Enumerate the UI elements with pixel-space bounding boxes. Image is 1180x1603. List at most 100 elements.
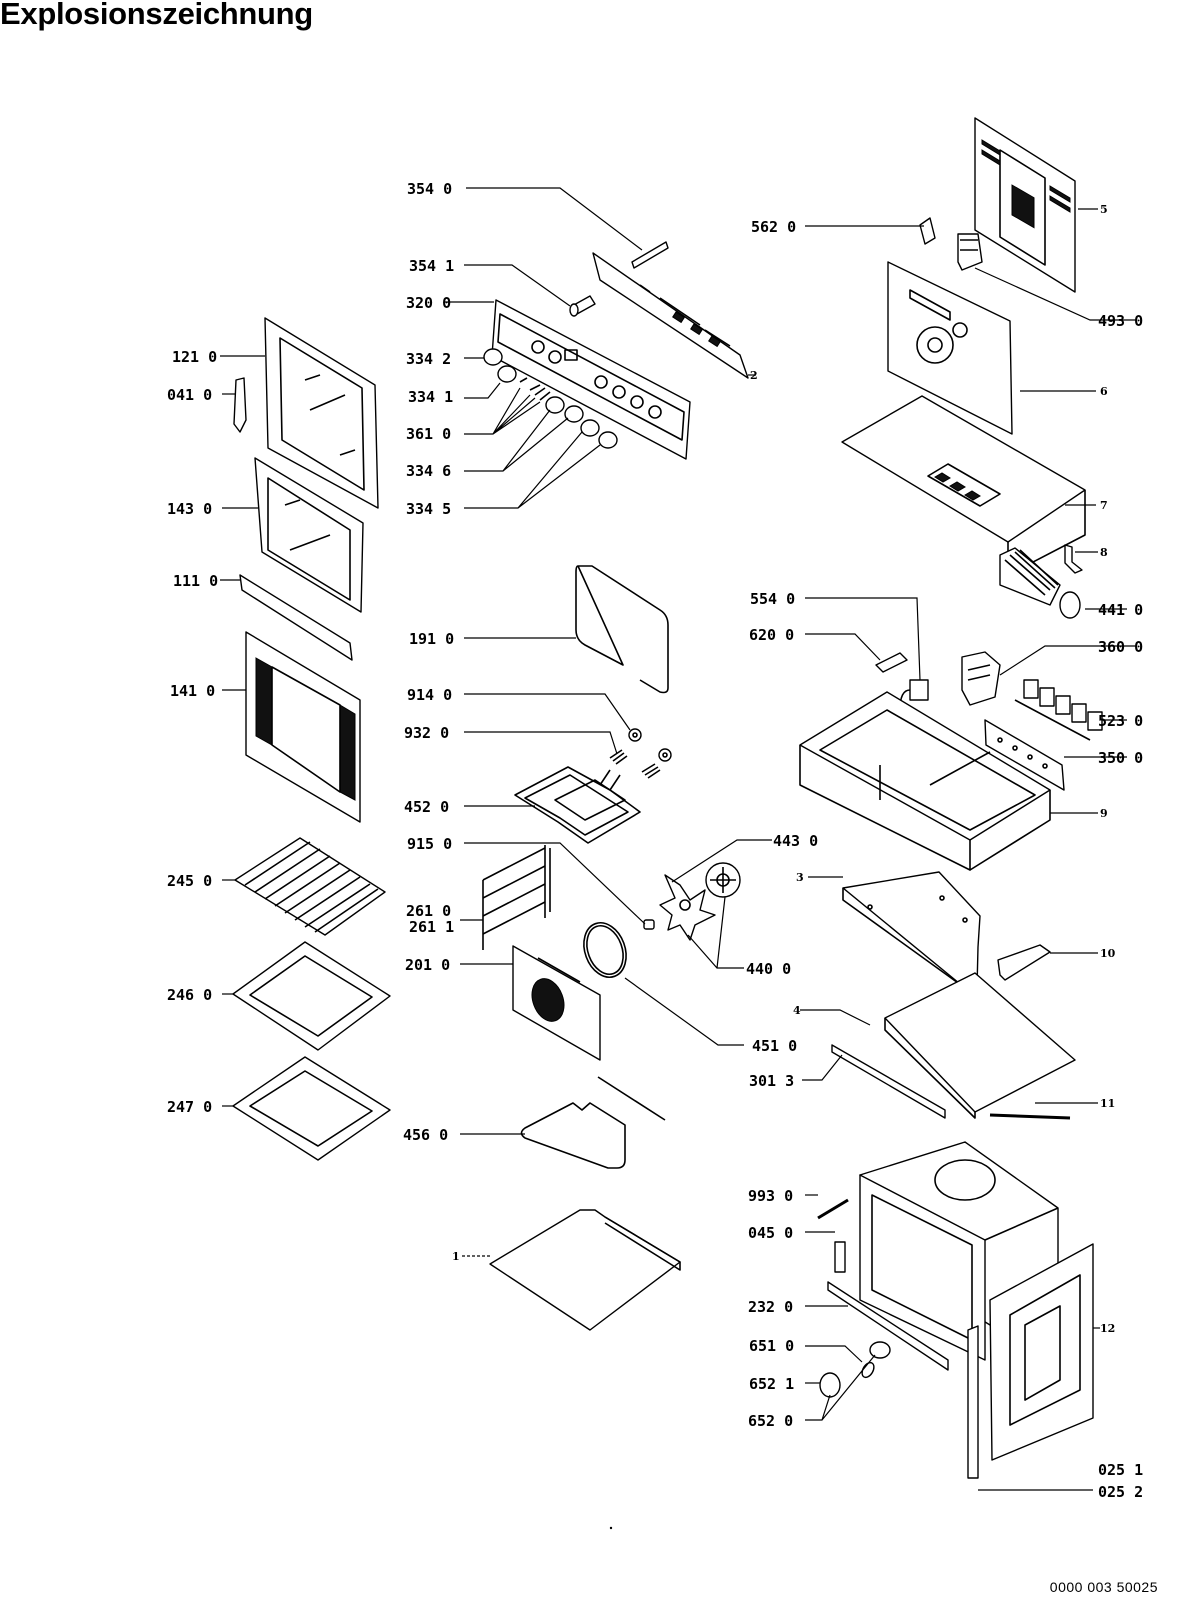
callout-334-1: 334 1 <box>408 388 453 406</box>
part-bracket-8 <box>1064 544 1083 574</box>
position-7: 7 <box>1100 499 1108 512</box>
callout-245-0: 245 0 <box>167 872 212 890</box>
stray-dot <box>609 1526 613 1530</box>
part-control-board-2 <box>592 252 749 379</box>
part-tangential-fan-441-0 <box>999 547 1081 619</box>
part-bottom-element-456-0 <box>520 1076 666 1169</box>
callout-041-0: 041 0 <box>167 386 212 404</box>
callout-443-0: 443 0 <box>773 832 818 850</box>
callout-652-0: 652 0 <box>748 1412 793 1430</box>
callout-320-0: 320 0 <box>406 294 451 312</box>
position-9: 9 <box>1100 807 1108 820</box>
position-6: 6 <box>1100 385 1108 398</box>
callout-452-0: 452 0 <box>404 798 449 816</box>
part-control-panel-320-0 <box>491 299 691 460</box>
position-8: 8 <box>1100 546 1108 559</box>
part-rear-panel-5 <box>974 117 1076 293</box>
part-inner-glass-143-0 <box>254 457 364 613</box>
callout-121-0: 121 0 <box>172 348 217 366</box>
part-selector-switch-360-0 <box>961 651 1001 706</box>
callout-201-0: 201 0 <box>405 956 450 974</box>
part-door-inner-frame-121-0 <box>264 317 379 509</box>
callout-334-2: 334 2 <box>406 350 451 368</box>
part-side-panel-3 <box>842 871 981 989</box>
callout-554-0: 554 0 <box>750 590 795 608</box>
position-2: 2 <box>750 369 758 382</box>
callout-246-0: 246 0 <box>167 986 212 1004</box>
position-3: 3 <box>796 871 804 884</box>
part-switch-562-0 <box>919 217 936 245</box>
part-door-trim-111-0 <box>239 574 353 661</box>
callout-354-1: 354 1 <box>409 257 454 275</box>
callout-025-1: 025 1 <box>1098 1461 1143 1479</box>
part-switch-block-523-0 <box>1014 679 1103 741</box>
part-baking-tray-246-0 <box>232 941 391 1051</box>
callout-261-1: 261 1 <box>409 918 454 936</box>
callout-labels: 354 0 354 1 320 0 334 2 334 1 361 0 334 … <box>167 180 1143 1501</box>
part-pushrod-354-0 <box>631 241 669 269</box>
callout-652-1: 652 1 <box>749 1375 794 1393</box>
part-oven-cavity <box>859 1141 1059 1361</box>
callout-301-3: 301 3 <box>749 1072 794 1090</box>
callout-334-5: 334 5 <box>406 500 451 518</box>
callout-493-0: 493 0 <box>1098 312 1143 330</box>
position-numbers: 1 2 3 4 5 6 7 8 9 10 11 12 <box>452 203 1116 1335</box>
position-10: 10 <box>1100 947 1116 960</box>
part-screw-993-0 <box>817 1198 849 1220</box>
part-front-trim-232-0 <box>827 1281 949 1371</box>
callout-111-0: 111 0 <box>173 572 218 590</box>
position-1: 1 <box>452 1250 460 1263</box>
callout-025-2: 025 2 <box>1098 1483 1143 1501</box>
callout-914-0: 914 0 <box>407 686 452 704</box>
part-rear-cover-201-0 <box>512 945 601 1061</box>
callout-141-0: 141 0 <box>170 682 215 700</box>
part-rod-11 <box>989 1113 1071 1120</box>
callout-440-0: 440 0 <box>746 960 791 978</box>
page-title: Explosionszeichnung <box>0 0 313 31</box>
part-terminal-strip-350-0 <box>984 719 1065 791</box>
part-shelf-runners-261 <box>482 845 551 950</box>
part-lamp-cover-652 <box>819 1372 841 1398</box>
callout-350-0: 350 0 <box>1098 749 1143 767</box>
callout-441-0: 441 0 <box>1098 601 1143 619</box>
callout-360-0: 360 0 <box>1098 638 1143 656</box>
part-door-seal-191-0 <box>575 565 669 694</box>
part-control-housing-9 <box>799 691 1051 871</box>
part-fan-blade-443-0 <box>659 874 716 941</box>
callout-620-0: 620 0 <box>749 626 794 644</box>
part-grill-element-452-0 <box>514 766 641 844</box>
document-number: 0000 003 50025 <box>1049 1579 1158 1595</box>
part-nut-915-0 <box>643 919 655 930</box>
part-oven-lamp-651-0 <box>861 1341 891 1379</box>
callout-045-0: 045 0 <box>748 1224 793 1242</box>
part-bracket-10 <box>997 944 1051 981</box>
callout-361-0: 361 0 <box>406 425 451 443</box>
callout-651-0: 651 0 <box>749 1337 794 1355</box>
leader-lines <box>220 187 1137 1491</box>
callout-232-0: 232 0 <box>748 1298 793 1316</box>
part-rail-301-3 <box>831 1044 946 1119</box>
part-fan-motor-440-0 <box>705 862 741 898</box>
part-top-cover-7 <box>841 395 1086 576</box>
position-5: 5 <box>1100 203 1108 216</box>
callout-523-0: 523 0 <box>1098 712 1143 730</box>
part-knobs <box>483 348 618 449</box>
callout-191-0: 191 0 <box>409 630 454 648</box>
part-bottom-plate-4 <box>884 972 1076 1119</box>
callout-334-6: 334 6 <box>406 462 451 480</box>
callout-354-0: 354 0 <box>407 180 452 198</box>
part-outer-door-glass-141-0 <box>245 631 361 823</box>
callout-993-0: 993 0 <box>748 1187 793 1205</box>
part-hinge-receiver-045-0 <box>834 1241 846 1273</box>
callout-247-0: 247 0 <box>167 1098 212 1116</box>
position-12: 12 <box>1100 1322 1115 1335</box>
callout-143-0: 143 0 <box>167 500 212 518</box>
callout-261-0: 261 0 <box>406 902 451 920</box>
part-nuts-914-0 <box>628 728 672 762</box>
callout-932-0: 932 0 <box>404 724 449 742</box>
callout-456-0: 456 0 <box>403 1126 448 1144</box>
part-ring-element-451-0 <box>583 922 627 978</box>
part-baking-tray-247-0 <box>232 1056 391 1161</box>
part-pushbutton-354-1 <box>569 295 596 317</box>
